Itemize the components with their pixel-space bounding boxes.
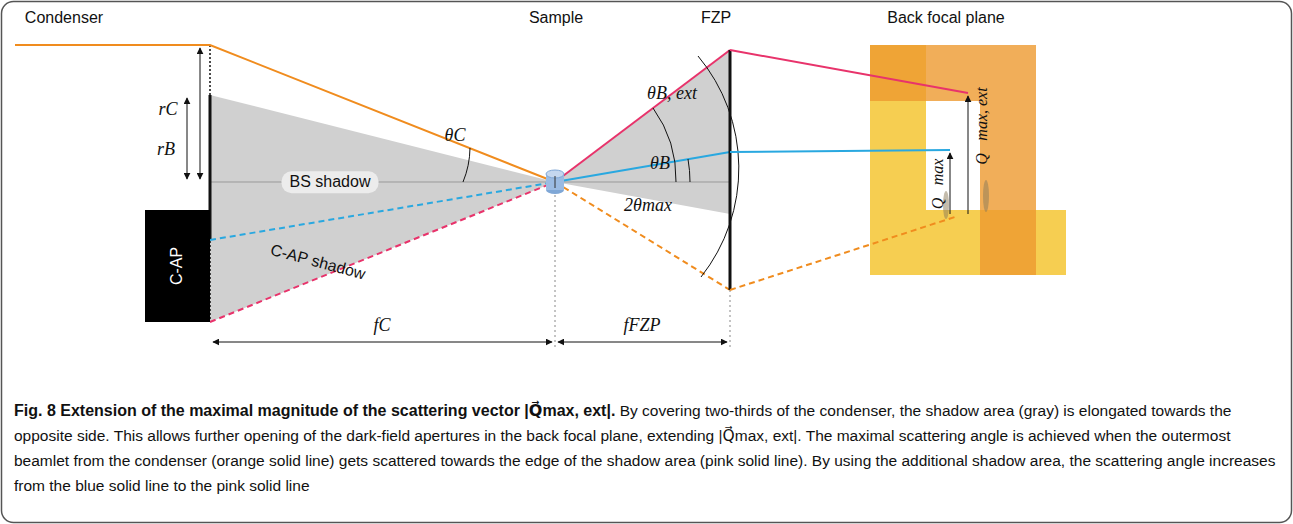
part-name: Back focal plane xyxy=(887,9,1004,27)
region-label: BS shadow xyxy=(282,171,379,193)
aperture-box: C-AP xyxy=(145,210,210,322)
caption-heading: Fig. 8 Extension of the maximal magnitud… xyxy=(14,402,615,419)
vector-label: Q⃗max xyxy=(929,159,947,210)
dimension-label: fC xyxy=(373,316,390,336)
angle-label: θB xyxy=(650,154,670,174)
dimension-label: fFZP xyxy=(623,316,660,336)
angle-label: θC xyxy=(445,126,466,146)
part-name: Sample xyxy=(529,9,583,27)
aperture-label: C-AP xyxy=(168,247,186,285)
part-name: Condenser xyxy=(25,9,103,27)
figure-caption: Fig. 8 Extension of the maximal magnitud… xyxy=(14,398,1276,498)
angle-label: θB, ext xyxy=(647,84,697,104)
angle-label: 2θmax xyxy=(624,196,672,216)
part-name: FZP xyxy=(701,9,731,27)
radius-label: rC xyxy=(158,100,177,120)
vector-label: Q⃗max, ext xyxy=(973,87,991,164)
radius-label: rB xyxy=(157,140,175,160)
